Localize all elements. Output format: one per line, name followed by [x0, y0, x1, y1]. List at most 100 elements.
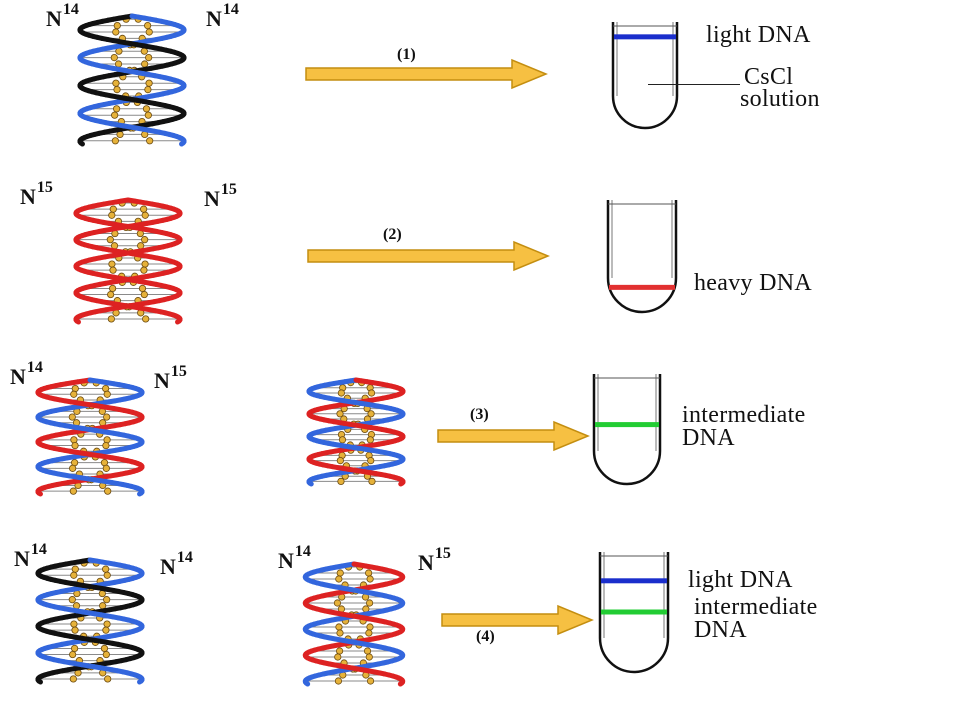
- base-dot: [104, 487, 112, 495]
- base-dot: [145, 53, 153, 62]
- band-label-dna: DNA: [694, 617, 747, 643]
- base-dot: [335, 575, 343, 583]
- dna-strand-segment: [176, 315, 183, 322]
- dna-strand-segment: [138, 463, 145, 469]
- element-symbol: N: [278, 548, 294, 573]
- base-dot: [337, 477, 345, 486]
- dna-strand-segment: [138, 487, 145, 494]
- base-dot: [114, 60, 123, 68]
- base-dot: [363, 647, 372, 655]
- base-dot: [140, 290, 148, 299]
- isotope-label-n15-right: N15: [204, 182, 237, 211]
- element-symbol: N: [204, 186, 220, 211]
- base-dot: [141, 60, 149, 68]
- base-dot: [102, 441, 110, 450]
- base-dot: [338, 436, 347, 444]
- base-dot: [103, 436, 111, 444]
- dna-strand-segment: [78, 140, 85, 147]
- arrow-shape: [437, 420, 590, 452]
- band-label-heavy-dna: heavy DNA: [694, 270, 813, 296]
- base-dot: [103, 413, 111, 421]
- base-pairs: [305, 563, 403, 685]
- dna-helix-light-daughter: [35, 557, 145, 685]
- base-dot: [337, 389, 345, 397]
- intermediate-dna-band: [595, 422, 659, 428]
- base-dot: [107, 315, 115, 323]
- dna-strand-segment: [138, 649, 145, 656]
- base-dot: [108, 211, 116, 219]
- base-dot: [70, 571, 78, 579]
- base-dot: [113, 86, 121, 94]
- dna-strand-segment: [399, 455, 406, 462]
- isotope-number: 15: [434, 545, 451, 562]
- isotope-number: 14: [176, 549, 193, 566]
- centrifuge-tube-4: [598, 552, 670, 674]
- base-dot: [102, 626, 110, 634]
- solution-label: solution: [740, 86, 820, 112]
- isotope-label-n14-right: N14: [206, 2, 239, 31]
- intermediate-dna-band: [601, 609, 667, 615]
- base-dot: [140, 205, 148, 213]
- dna-helix-n15-n15: [73, 197, 183, 325]
- isotope-label-n15-b-right: N15: [418, 546, 451, 574]
- centrifuge-tube-3: [592, 374, 662, 486]
- arrow-step-4: [441, 604, 594, 636]
- base-dot: [336, 629, 344, 637]
- dna-helix-n14-n14: [77, 13, 187, 147]
- base-dot: [71, 565, 79, 573]
- base-dot: [137, 242, 145, 250]
- base-dot: [71, 644, 79, 653]
- step-3-label: (3): [470, 406, 489, 423]
- cscl-label: CsCl: [744, 64, 794, 90]
- dna-strand-segment: [179, 140, 186, 147]
- dna-strand-segment: [177, 262, 183, 269]
- base-dot: [112, 28, 120, 36]
- base-dot: [68, 413, 76, 421]
- base-dot: [102, 565, 110, 573]
- dna-strand-segment: [176, 289, 183, 296]
- base-dot: [103, 596, 111, 604]
- tube-outline: [606, 200, 678, 314]
- base-dot: [367, 410, 375, 418]
- arrow-step-1: [305, 58, 548, 90]
- centrifuge-tube-2: [606, 200, 678, 314]
- base-dot: [68, 596, 76, 604]
- step-1-label: (1): [397, 46, 416, 63]
- band-label-dna: DNA: [682, 425, 735, 451]
- dna-strand-segment: [307, 480, 314, 487]
- base-dot: [144, 22, 152, 30]
- heavy-dna-band: [609, 284, 675, 290]
- dna-helix-hybrid-b: [306, 377, 406, 487]
- base-dot: [109, 284, 117, 293]
- base-dot: [336, 647, 344, 655]
- isotope-number: 15: [36, 179, 53, 196]
- isotope-number: 15: [170, 363, 187, 380]
- isotope-label-n14-left: N14: [46, 2, 79, 30]
- band-label-light-dna: light DNA: [688, 567, 793, 593]
- dna-strand-segment: [36, 490, 43, 497]
- dna-strand-segment: [36, 678, 43, 685]
- isotope-number: 15: [220, 181, 237, 198]
- base-dot: [69, 487, 77, 495]
- arrow-shape: [305, 58, 548, 90]
- arrow-shape: [307, 240, 550, 272]
- base-dot: [70, 390, 78, 398]
- base-dot: [112, 79, 120, 87]
- base-dot: [110, 53, 118, 62]
- base-dot: [70, 620, 78, 628]
- isotope-number: 14: [26, 359, 43, 376]
- element-symbol: N: [206, 6, 222, 31]
- element-symbol: N: [10, 364, 26, 389]
- element-symbol: N: [160, 554, 176, 579]
- base-dot: [146, 137, 154, 145]
- isotope-label-n14-left: N14: [10, 360, 43, 389]
- base-dot: [142, 315, 150, 323]
- arrow-step-2: [307, 240, 550, 272]
- base-dot: [367, 389, 376, 397]
- base-dot: [69, 464, 77, 472]
- base-dot: [336, 457, 344, 465]
- dna-strand-segment: [399, 625, 406, 632]
- base-dot: [103, 620, 111, 628]
- isotope-label-n14-a-right: N14: [160, 550, 193, 579]
- dna-strand-segment: [138, 675, 145, 682]
